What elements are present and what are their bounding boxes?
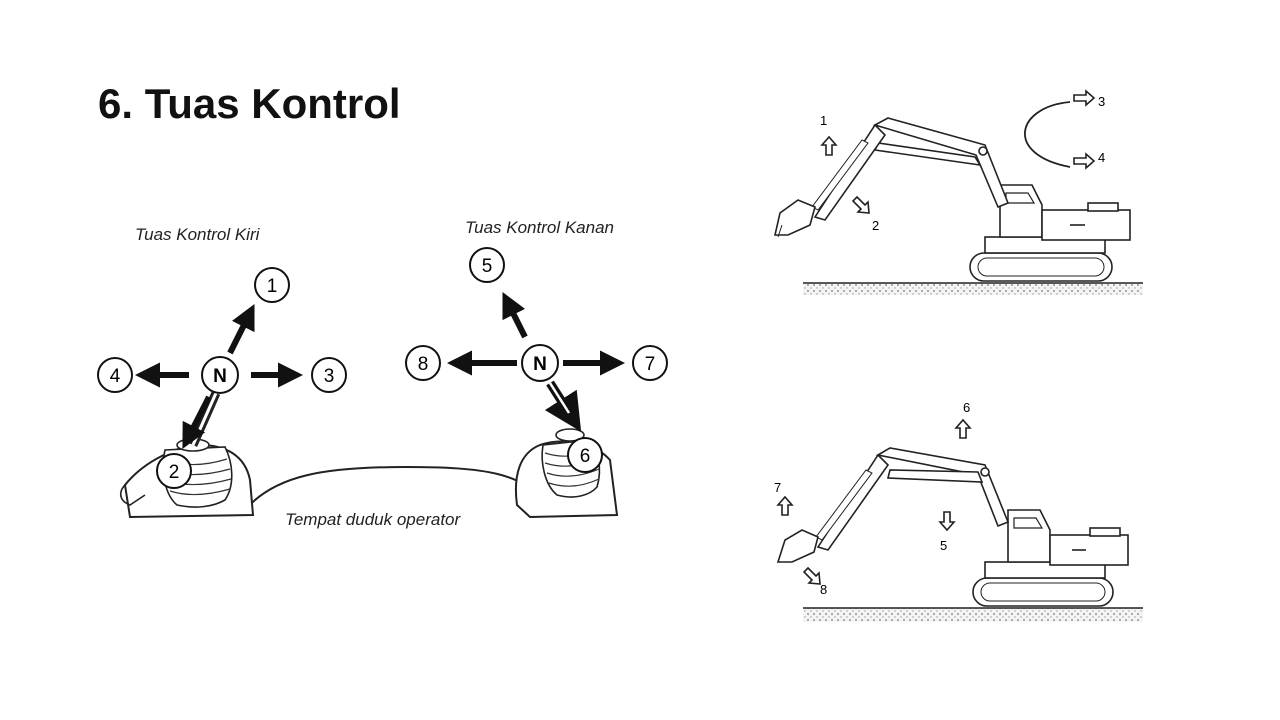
- excavator-diagram-bottom: 5 6 7 8: [774, 400, 1143, 622]
- right-position-7: 7: [632, 345, 668, 381]
- right-position-5: 5: [469, 247, 505, 283]
- svg-text:8: 8: [418, 354, 429, 375]
- control-levers-diagram: Tuas Kontrol Kiri Tuas Kontrol Kanan Tem…: [97, 218, 668, 529]
- excavator-diagram-top: 1 2 3 4: [773, 89, 1143, 295]
- left-position-1: 1: [254, 267, 290, 303]
- excavator-illustration: [776, 418, 1143, 622]
- svg-text:7: 7: [645, 354, 656, 375]
- slide-title: 6. Tuas Kontrol: [98, 80, 401, 127]
- operator-seat-outline: [244, 465, 546, 511]
- right-lever-caption: Tuas Kontrol Kanan: [465, 218, 614, 237]
- svg-text:4: 4: [110, 366, 121, 387]
- svg-text:3: 3: [324, 366, 335, 387]
- arrow-right-up: [502, 291, 528, 339]
- svg-text:N: N: [213, 366, 227, 387]
- svg-text:5: 5: [482, 256, 493, 277]
- exc-top-label-3: 3: [1098, 94, 1105, 109]
- left-neutral-knob: N: [201, 356, 239, 394]
- right-joystick: [514, 428, 619, 519]
- svg-text:6: 6: [580, 446, 591, 467]
- exc-top-label-1: 1: [820, 113, 827, 128]
- arrow-left-down: [182, 395, 212, 449]
- exc-top-label-4: 4: [1098, 150, 1105, 165]
- excavator-illustration: [773, 89, 1143, 295]
- left-position-3: 3: [311, 357, 347, 393]
- left-position-2: 2: [156, 453, 192, 489]
- exc-bottom-label-5: 5: [940, 538, 947, 553]
- exc-bottom-label-8: 8: [820, 582, 827, 597]
- exc-top-label-2: 2: [872, 218, 879, 233]
- exc-bottom-label-6: 6: [963, 400, 970, 415]
- seat-caption: Tempat duduk operator: [285, 510, 461, 529]
- left-position-4: 4: [97, 357, 133, 393]
- right-position-8: 8: [405, 345, 441, 381]
- svg-text:N: N: [533, 354, 547, 375]
- arrow-left-up: [227, 303, 255, 355]
- svg-text:2: 2: [169, 462, 180, 483]
- svg-text:1: 1: [267, 276, 278, 297]
- right-neutral-knob: N: [521, 344, 559, 382]
- left-lever-caption: Tuas Kontrol Kiri: [135, 225, 261, 244]
- right-position-6: 6: [567, 437, 603, 473]
- left-joystick: [119, 391, 255, 519]
- exc-bottom-label-7: 7: [774, 480, 781, 495]
